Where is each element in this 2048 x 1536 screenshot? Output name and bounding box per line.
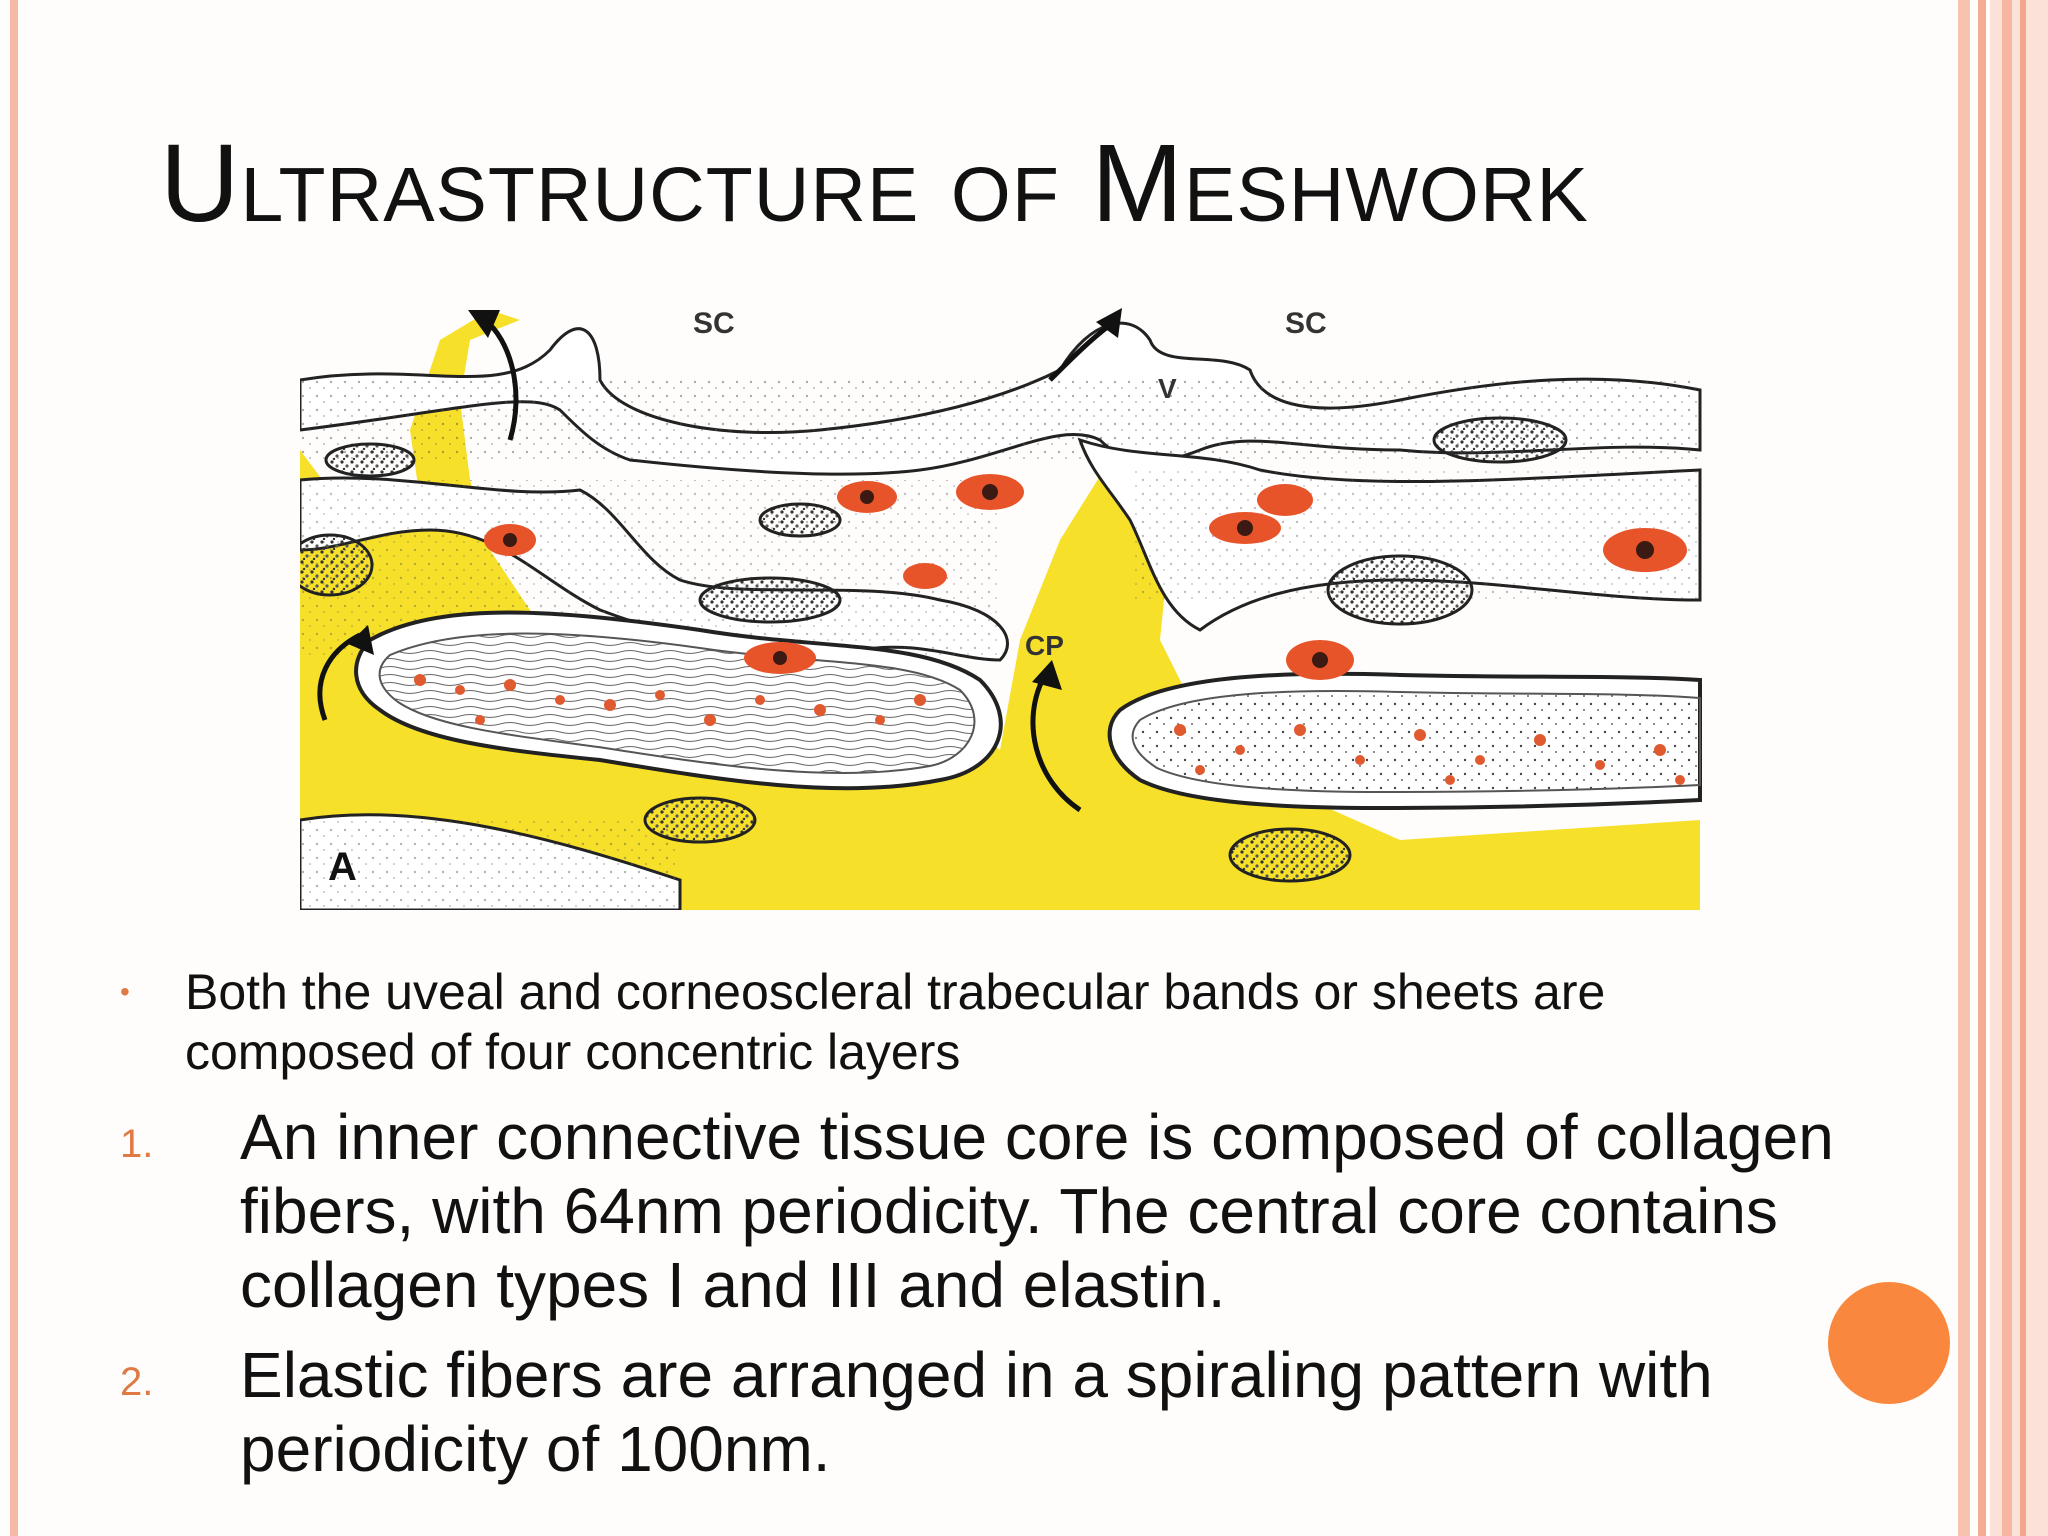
list-item: 1. An inner connective tissue core is co… xyxy=(120,1100,1900,1322)
label-v: V xyxy=(1158,373,1177,404)
list-item-text: Elastic fibers are arranged in a spirali… xyxy=(240,1339,1713,1485)
meshwork-illustration: SC SC V CP A xyxy=(300,307,1702,910)
cell-nucleus xyxy=(300,533,374,597)
cell-nucleus xyxy=(1326,554,1474,626)
list-number: 1. xyxy=(120,1122,154,1166)
slide-title: Ultrastructure of Meshwork xyxy=(160,122,1589,245)
cell-nucleus xyxy=(698,576,842,624)
decorative-circle-icon xyxy=(1828,1282,1950,1404)
right-border-stripe xyxy=(2002,0,2012,1536)
right-border-stripe xyxy=(1978,0,1986,1536)
right-border-stripe xyxy=(1958,0,1970,1536)
cell-nucleus xyxy=(643,796,757,844)
label-sc-right: SC xyxy=(1285,307,1327,340)
list-item: 2. Elastic fibers are arranged in a spir… xyxy=(120,1338,1900,1486)
numbered-list: 1. An inner connective tissue core is co… xyxy=(120,1100,1900,1502)
right-border-stripe xyxy=(2020,0,2026,1536)
arrowhead-icons xyxy=(348,308,1122,690)
list-number: 2. xyxy=(120,1360,154,1404)
flow-arrows xyxy=(317,318,1112,813)
cell-nucleus xyxy=(758,502,842,538)
intro-text: Both the uveal and corneoscleral trabecu… xyxy=(185,964,1606,1080)
cell-nucleus xyxy=(1432,416,1568,464)
label-a: A xyxy=(328,845,357,889)
label-sc-left: SC xyxy=(693,307,735,340)
left-border-rule xyxy=(10,0,18,1536)
meshwork-diagram: SC SC V CP A xyxy=(300,280,1710,910)
elastic-fiber-dots xyxy=(414,674,1685,785)
cell-nucleus xyxy=(1228,827,1352,883)
cell-nucleus xyxy=(324,442,416,478)
right-border-stripe xyxy=(1990,0,2048,1536)
list-item-text: An inner connective tissue core is compo… xyxy=(240,1101,1834,1321)
label-cp: CP xyxy=(1025,630,1064,661)
bullet-dot-icon: • xyxy=(120,976,130,1007)
intro-bullet: • Both the uveal and corneoscleral trabe… xyxy=(120,962,1820,1082)
